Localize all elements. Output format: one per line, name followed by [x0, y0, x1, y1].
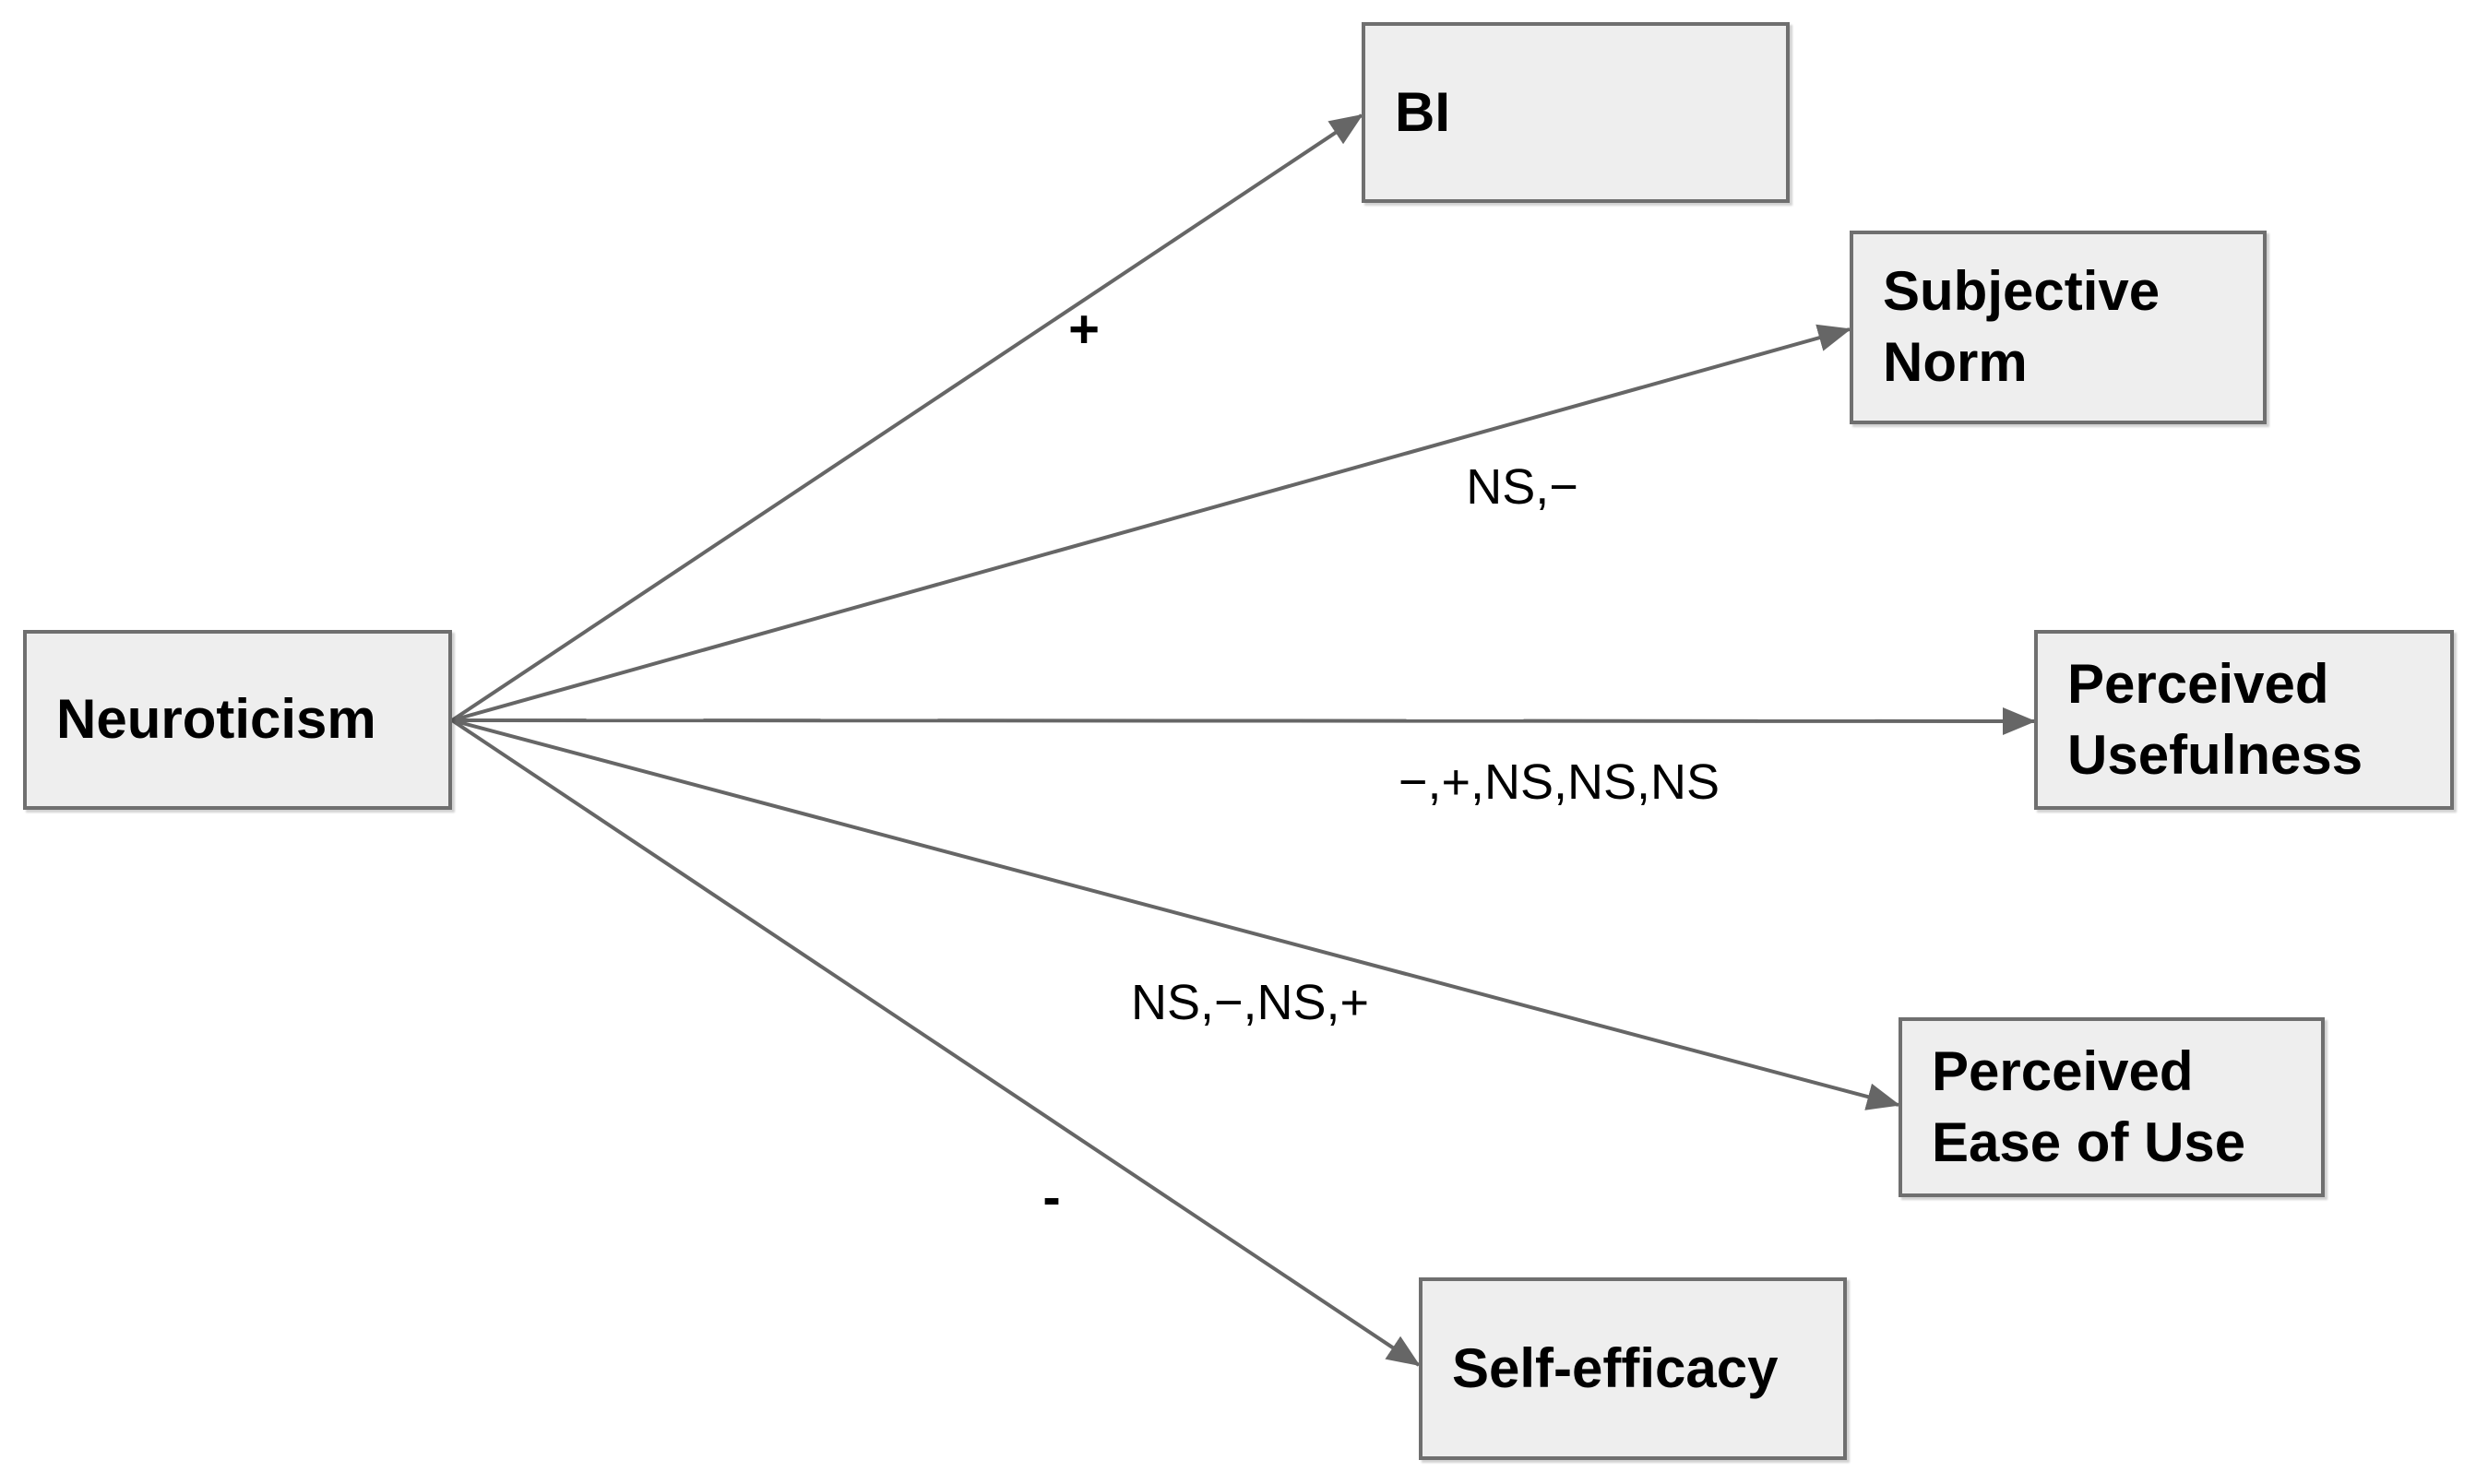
edge-neuroticism-self-efficacy: [450, 718, 1421, 1367]
edge-label-subjective-norm: NS,−: [1466, 459, 1578, 515]
node-bi: BI: [1362, 22, 1790, 203]
edge-label-perceived-usefulness: −,+,NS,NS,NS: [1398, 754, 1720, 810]
edge-neuroticism-perceived-ease-of-use: [451, 718, 1900, 1110]
node-neuroticism-label: Neuroticism: [56, 688, 376, 751]
node-perceived-usefulness: Perceived Usefulness: [2034, 630, 2454, 810]
node-perceived-ease-of-use: Perceived Ease of Use: [1899, 1017, 2325, 1197]
node-self-efficacy: Self-efficacy: [1419, 1277, 1847, 1460]
edge-label-self-efficacy: -: [1042, 1167, 1061, 1228]
edge-label-perceived-ease-of-use: NS,−,NS,+: [1130, 975, 1370, 1030]
node-bi-label: BI: [1395, 80, 1450, 143]
node-self-efficacy-label: Self-efficacy: [1452, 1336, 1779, 1399]
node-perceived-usefulness-label: Perceived Usefulness: [2067, 652, 2363, 786]
edge-label-bi: +: [1068, 299, 1100, 360]
node-neuroticism: Neuroticism: [23, 630, 452, 810]
edge-neuroticism-subjective-norm: [451, 324, 1851, 722]
edge-neuroticism-perceived-usefulness: [451, 706, 2036, 735]
node-subjective-norm: Subjective Norm: [1850, 231, 2267, 424]
node-perceived-ease-of-use-label: Perceived Ease of Use: [1932, 1039, 2246, 1173]
node-subjective-norm-label: Subjective Norm: [1883, 260, 2161, 393]
edge-neuroticism-bi: [450, 113, 1363, 722]
